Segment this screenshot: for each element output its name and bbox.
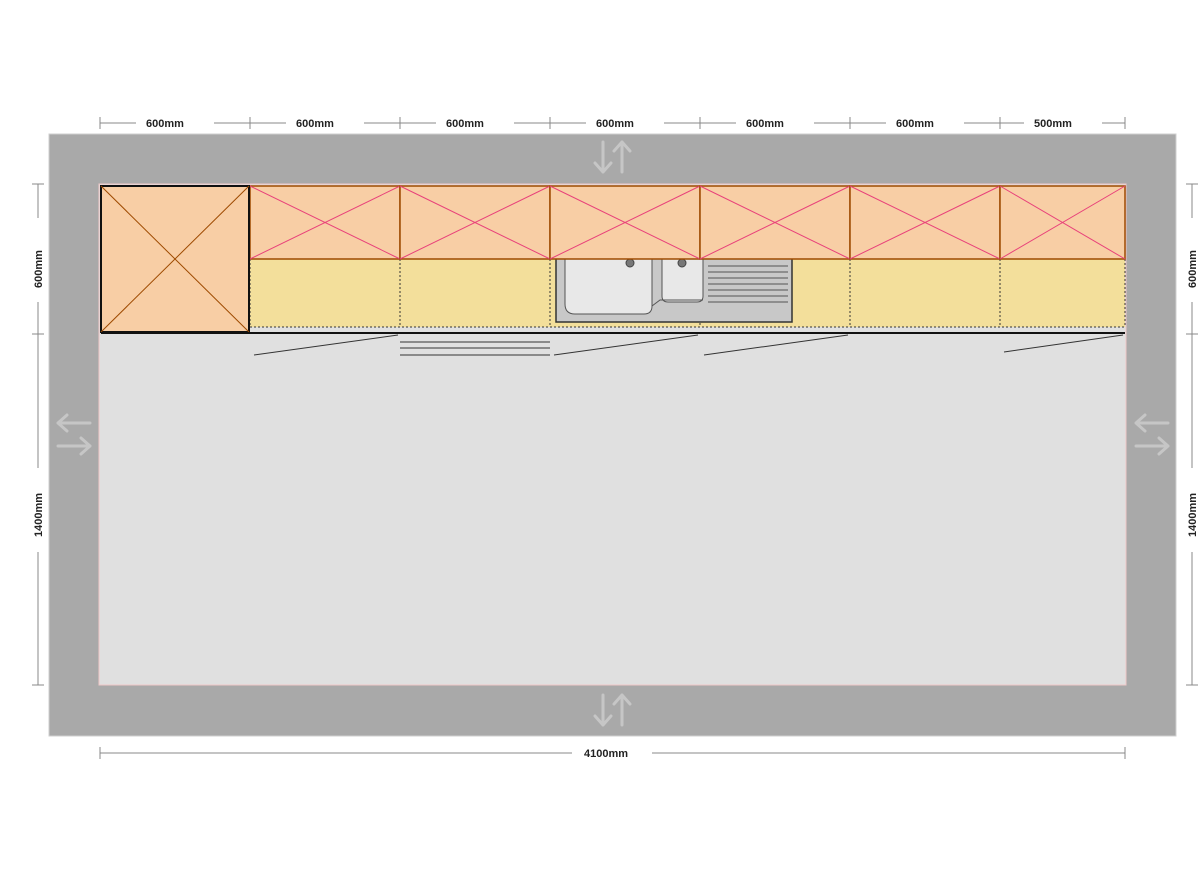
wall-cabinet[interactable] [399,185,551,260]
sink[interactable] [555,255,793,323]
dimension-label: 600mm [33,250,45,288]
dimension-label: 1400mm [33,493,45,537]
drawer-indicator [400,341,550,356]
dimension-label: 600mm [746,118,784,130]
wall-cabinet[interactable] [999,185,1126,260]
dimension-label: 500mm [1034,118,1072,130]
sink-half-bowl [661,257,704,303]
wall-cabinet-run [249,185,1126,260]
bottom-dimension-line [99,747,1126,759]
double-arrow-horizontal-icon[interactable] [1134,413,1170,456]
dimension-label: 600mm [446,118,484,130]
top-dimension-line [99,117,1126,129]
tall-cabinet[interactable] [100,185,250,333]
wall-cabinet[interactable] [249,185,401,260]
sink-drainer [708,265,788,303]
wall-cabinet[interactable] [849,185,1001,260]
door-swing-indicators [253,334,1124,356]
left-dimension-line [32,183,44,686]
double-arrow-vertical-icon[interactable] [593,140,632,174]
right-dimension-line [1186,183,1198,686]
dimension-label: 600mm [296,118,334,130]
double-arrow-horizontal-icon[interactable] [56,413,92,456]
base-cabinet[interactable] [850,259,1000,327]
wall-cabinet[interactable] [549,185,701,260]
base-cabinet[interactable] [400,259,550,327]
dimension-label: 600mm [146,118,184,130]
top-dimension-labels: 600mm 600mm 600mm 600mm 600mm 600mm 500m… [146,118,1072,130]
wall-cabinet[interactable] [699,185,851,260]
dimension-label: 600mm [896,118,934,130]
sink-main-bowl [564,257,653,315]
dimension-label: 4100mm [584,748,628,760]
dimension-label: 600mm [1187,250,1199,288]
double-arrow-vertical-icon[interactable] [593,693,632,727]
dimension-label: 1400mm [1187,493,1199,537]
tap-icon [625,258,635,268]
tap-icon [677,258,687,268]
base-cabinet[interactable] [250,259,400,327]
base-cabinet[interactable] [1000,259,1125,327]
dimension-label: 600mm [596,118,634,130]
